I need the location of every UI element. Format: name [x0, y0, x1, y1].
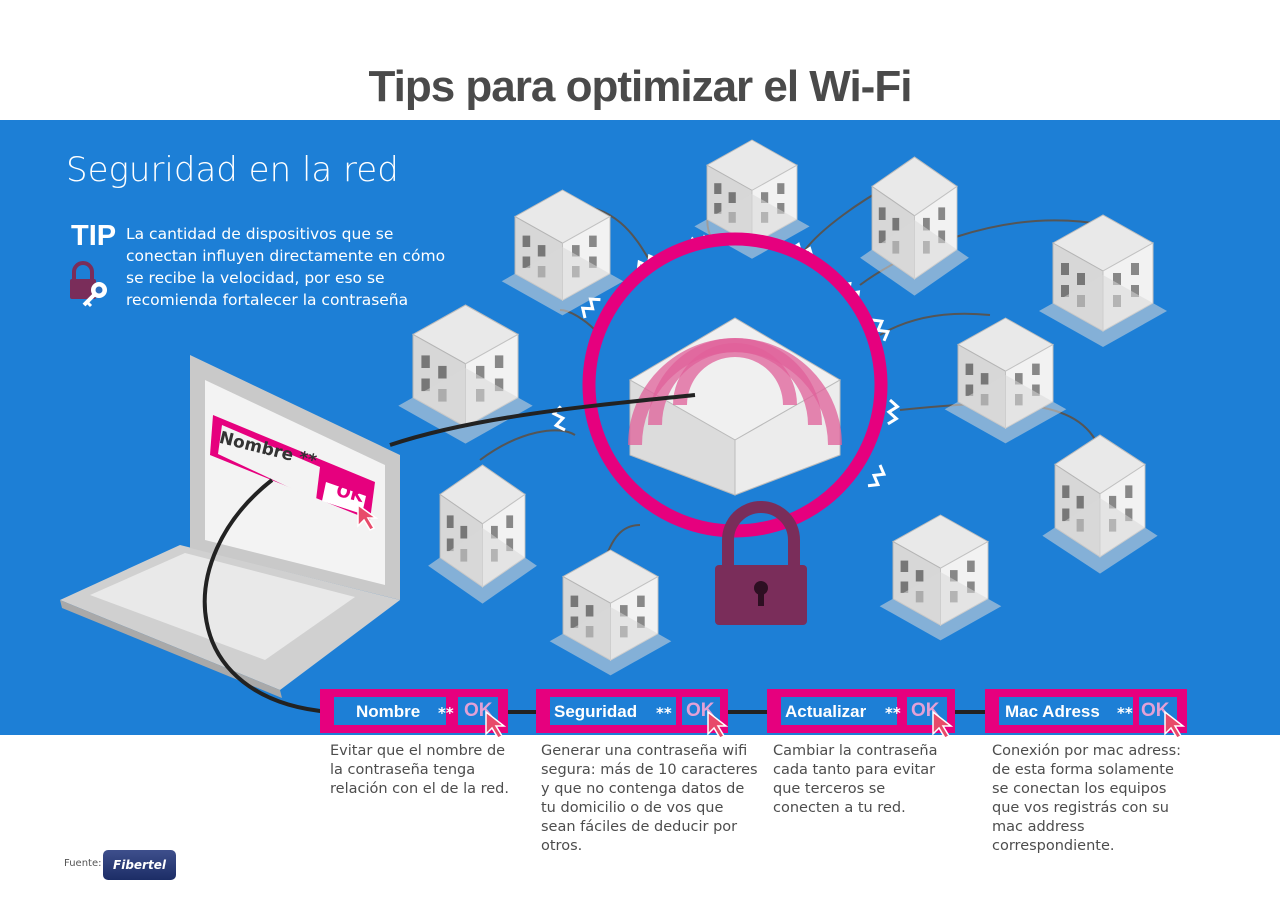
- step-nombre: Nombre ** OK: [320, 689, 508, 733]
- step-description: Conexión por mac adress: de esta forma s…: [992, 743, 1182, 854]
- step-mac-adress: Mac Adress ** OK: [985, 689, 1187, 733]
- step-ok-button: OK: [1141, 700, 1170, 721]
- step-stars: **: [438, 704, 454, 722]
- cursor-arrow-icon: [357, 503, 379, 531]
- tip-label: TIP: [71, 220, 117, 252]
- padlock-icon: [715, 501, 807, 625]
- step-description: Generar una contraseña wifi segura: más …: [541, 743, 758, 854]
- step-description: Cambiar la contraseña cada tanto para ev…: [773, 743, 938, 816]
- cursor-arrow-icon: [932, 710, 954, 739]
- step-stars: **: [656, 704, 672, 722]
- tip-text: La cantidad de dispositivos que se conec…: [126, 225, 446, 309]
- step-stars: **: [1117, 704, 1133, 722]
- lock-key-icon: [70, 261, 107, 308]
- section-subtitle: Seguridad en la red: [66, 150, 399, 190]
- step-description: Evitar que el nombre de la contraseña te…: [330, 743, 509, 797]
- step-label: Actualizar: [785, 702, 867, 721]
- fibertel-logo: Fibertel: [103, 850, 176, 880]
- step-label: Nombre: [356, 702, 421, 721]
- page-title: Tips para optimizar el Wi-Fi: [368, 62, 913, 111]
- cursor-arrow-icon: [485, 710, 507, 739]
- laptop-icon: [60, 355, 400, 698]
- step-seguridad: Seguridad ** OK: [536, 689, 728, 733]
- step-label: Seguridad: [554, 702, 638, 721]
- source-label: Fuente:: [64, 858, 102, 869]
- cursor-arrow-icon: [707, 710, 729, 739]
- step-actualizar: Actualizar ** OK: [767, 689, 955, 733]
- step-label: Mac Adress: [1005, 702, 1100, 721]
- cursor-arrow-icon: [1164, 710, 1186, 739]
- step-stars: **: [885, 704, 901, 722]
